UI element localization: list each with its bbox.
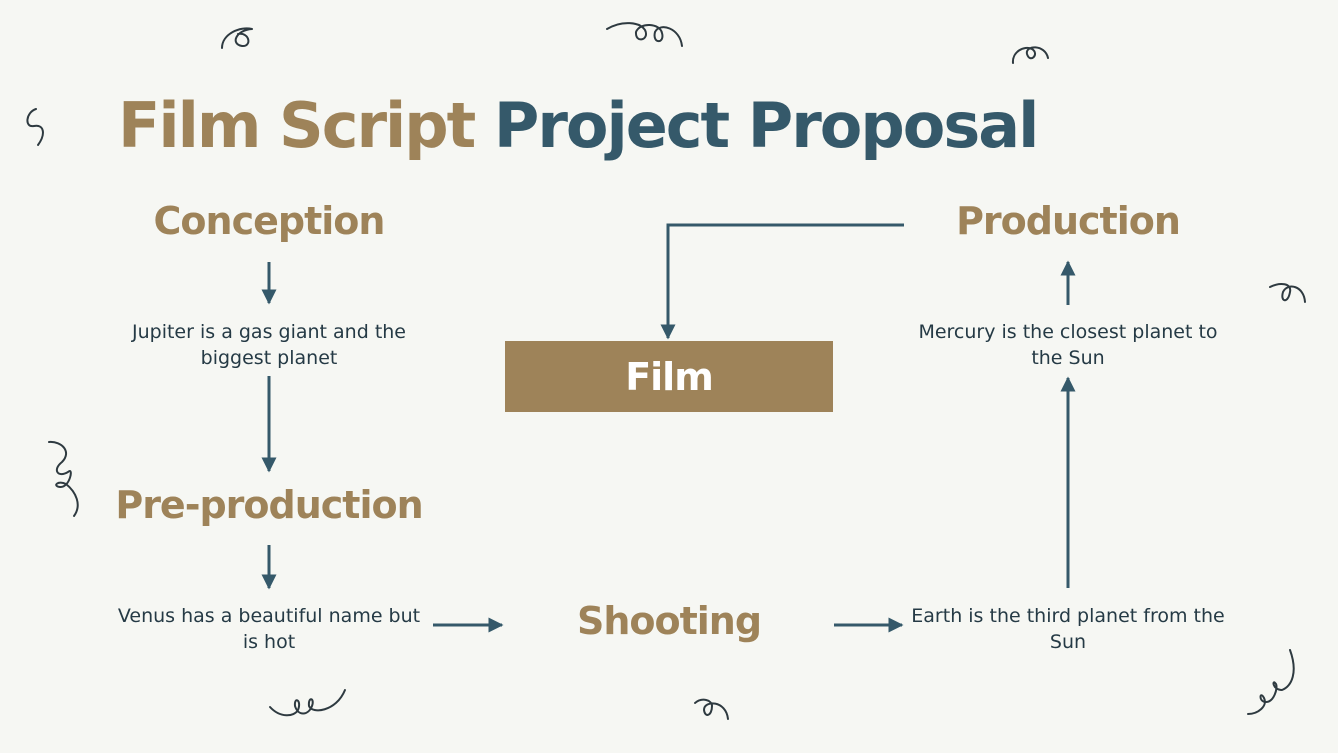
page-title: Film Script Project Proposal (118, 86, 1039, 166)
squiggle-icon (1011, 46, 1049, 64)
title-part-2: Project Proposal (493, 89, 1039, 162)
squiggle-icon (694, 698, 729, 720)
film-box: Film (505, 341, 833, 412)
film-label: Film (625, 354, 714, 399)
squiggle-icon (1247, 649, 1295, 715)
title-part-1: Film Script (118, 89, 476, 162)
stage-preproduction-description: Venus has a beautiful name but is hot (117, 605, 421, 653)
stage-shooting-heading: Shooting (576, 599, 762, 643)
squiggle-icon (221, 27, 253, 49)
stage-production-heading: Production (956, 199, 1181, 243)
stage-conception-description: Jupiter is a gas giant and the biggest p… (132, 321, 406, 369)
decorative-squiggles (26, 22, 1306, 720)
squiggle-icon (26, 108, 44, 146)
arrow-elbow-icon (660, 223, 904, 340)
squiggle-icon (269, 689, 346, 717)
squiggle-icon (606, 22, 683, 47)
squiggle-icon (1269, 283, 1306, 303)
stage-shooting-description: Earth is the third planet from the Sun (911, 605, 1225, 653)
squiggle-icon (48, 440, 79, 517)
stage-conception-heading: Conception (153, 199, 386, 243)
stage-production-description: Mercury is the closest planet to the Sun (918, 321, 1218, 369)
stage-preproduction-heading: Pre-production (115, 483, 423, 527)
